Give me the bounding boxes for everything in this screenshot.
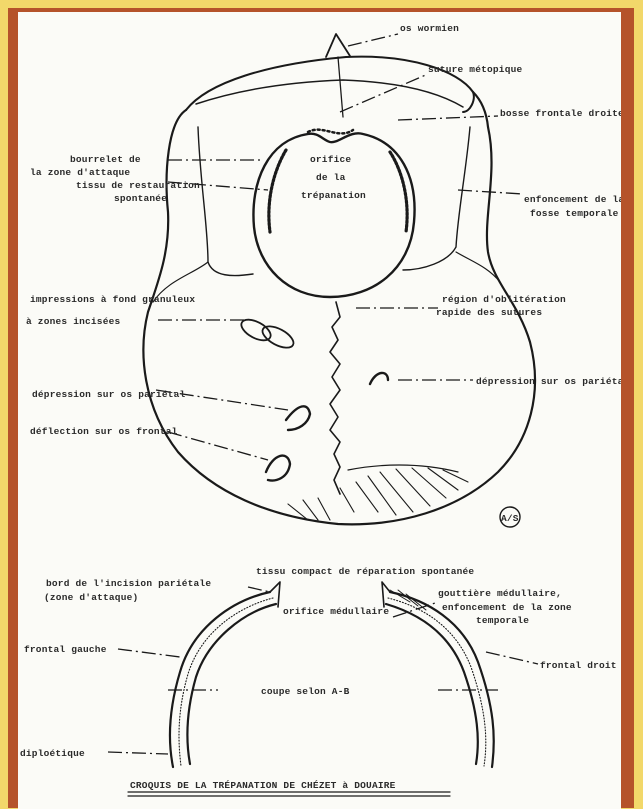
label-metopic: suture métopique [428, 64, 523, 75]
sagittal-suture [330, 302, 340, 494]
label-bord: bord de l'incision pariétale [46, 578, 211, 589]
label-depression-left: dépression sur os pariétal [32, 389, 186, 400]
impression-2 [259, 322, 297, 352]
drawing-sheet: A/S os wormien suture métopique bosse fr… [18, 12, 621, 809]
label-tissue-2: spontanée [114, 193, 167, 204]
label-section-center: coupe selon A-B [261, 686, 350, 697]
label-enfoncement-2: fosse temporale [530, 208, 619, 219]
scale-mark-text: A/S [501, 513, 519, 524]
label-diploe: diploétique [20, 748, 85, 759]
vertex-peak [326, 34, 350, 57]
label-suture-2: rapide des sutures [436, 307, 542, 318]
label-depression-right: dépression sur os pariétal [476, 376, 621, 387]
label-impression-2: à zones incisées [26, 316, 121, 327]
label-frontal-boss: bosse frontale droite [500, 108, 621, 119]
diagram-caption: CROQUIS DE LA TRÉPANATION DE CHÉZET à DO… [130, 780, 396, 791]
label-deflection: déflection sur os frontal [30, 426, 178, 437]
label-bord-2: (zone d'attaque) [44, 592, 138, 603]
label-gouttiere: gouttière médullaire, [438, 588, 562, 599]
label-frontal-left: frontal gauche [24, 644, 107, 655]
hatched-zone [288, 465, 468, 520]
label-enfoncement: enfoncement de la [524, 194, 621, 205]
deflection-mark [266, 456, 290, 481]
label-orifice-2: de la [316, 172, 346, 183]
label-bourrelet-2: la zone d'attaque [30, 167, 130, 178]
label-bourrelet: bourrelet de [70, 154, 141, 165]
skull-top-view: A/S [143, 34, 535, 527]
label-gouttiere-3: temporale [476, 615, 529, 626]
label-tissue: tissu de restauration [76, 180, 200, 191]
label-vertex: os wormien [400, 23, 459, 34]
label-frontal-right: frontal droit [540, 660, 617, 671]
label-tissue-top: tissu compact de réparation spontanée [256, 566, 474, 577]
label-section-orifice: orifice médullaire [283, 606, 389, 617]
section-left-wall [170, 592, 270, 767]
label-suture: région d'oblitération [442, 294, 566, 305]
depression-left [286, 406, 310, 430]
depression-right [370, 373, 388, 384]
skull-diagram: A/S os wormien suture métopique bosse fr… [18, 12, 621, 809]
label-orifice: orifice [310, 154, 351, 165]
label-impression: impressions à fond granuleux [30, 294, 195, 305]
label-gouttiere-2: enfoncement de la zone [442, 602, 572, 613]
label-orifice-3: trépanation [301, 190, 366, 201]
